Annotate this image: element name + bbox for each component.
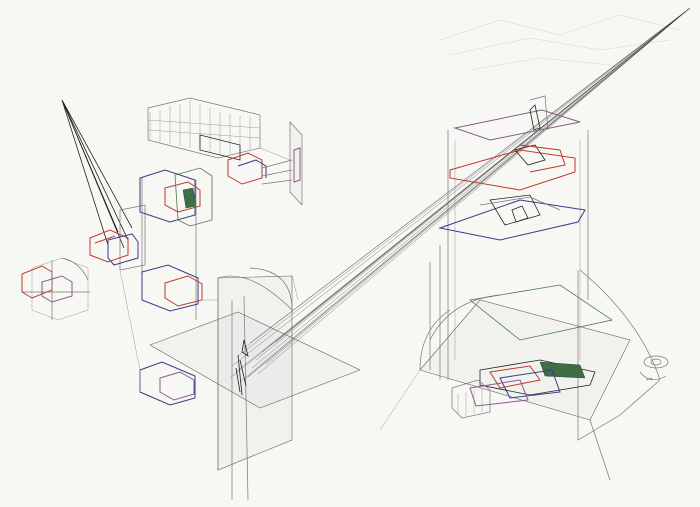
main-ray-bundle bbox=[229, 7, 691, 383]
slab-level-3 bbox=[438, 194, 586, 241]
ground-plane-right bbox=[419, 269, 661, 481]
house-model-stack-upper bbox=[139, 167, 213, 320]
slab-level-2 bbox=[449, 144, 576, 191]
building-elevation-top bbox=[147, 97, 293, 185]
central-projection-planes bbox=[149, 267, 361, 501]
small-vertical-plane-top bbox=[289, 121, 303, 206]
house-model-left-1 bbox=[89, 229, 139, 266]
small-ring-object-right bbox=[639, 355, 669, 381]
building-model-bottom-right bbox=[451, 359, 596, 419]
left-projection-cone bbox=[61, 99, 146, 271]
house-model-bottom-left bbox=[139, 361, 196, 406]
right-vertical-framework bbox=[429, 130, 589, 380]
slab-level-1 bbox=[453, 95, 581, 141]
house-model-stack-lower bbox=[141, 264, 203, 312]
guide-lines bbox=[119, 147, 421, 431]
house-model-far-left bbox=[21, 257, 90, 321]
faint-sketch-top-right bbox=[439, 14, 681, 71]
